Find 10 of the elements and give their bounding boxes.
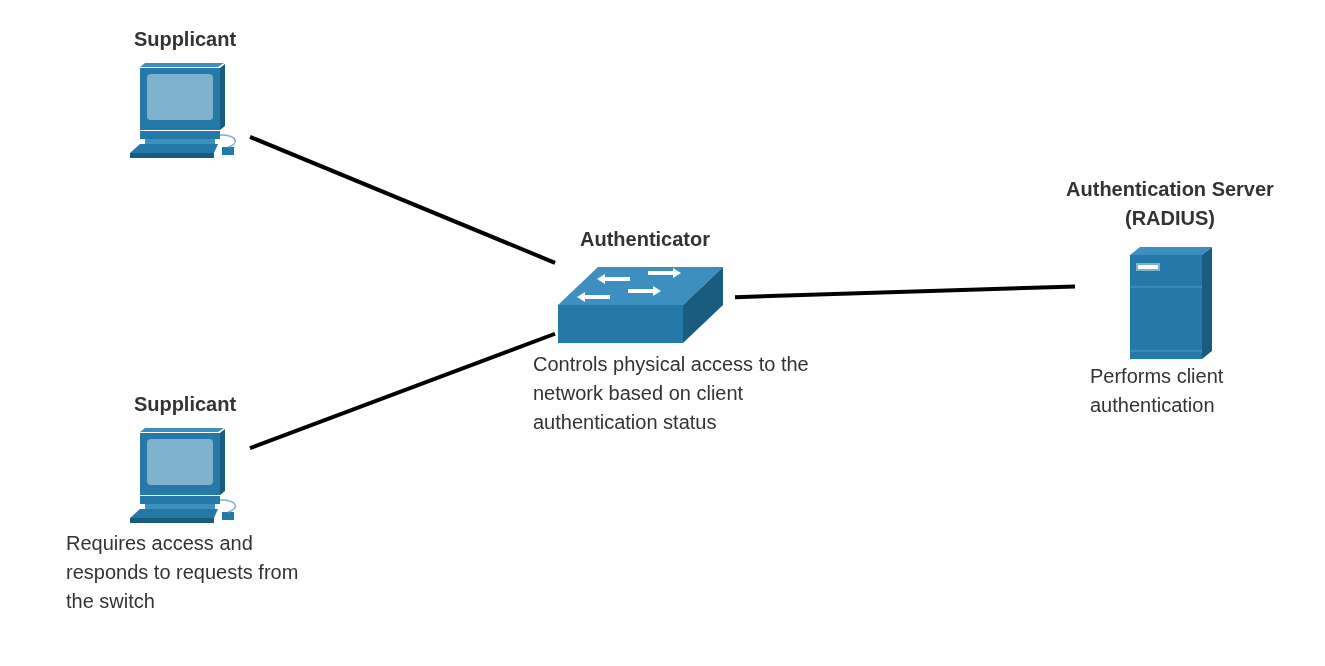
- node-heading: Authentication Server (RADIUS): [1065, 177, 1275, 231]
- description-text: Controls physical access to the network based on client authentication status: [533, 352, 810, 435]
- connection-line: [734, 284, 1076, 300]
- description-text: Requires access and responds to requests from the switch: [66, 531, 300, 614]
- node-heading: Authenticator: [579, 227, 711, 252]
- connection-line: [249, 135, 556, 265]
- description-text: Performs client authentication: [1090, 364, 1225, 418]
- node-heading: Supplicant: [132, 27, 238, 52]
- node-heading: Supplicant: [132, 392, 238, 417]
- connection-line: [249, 331, 556, 450]
